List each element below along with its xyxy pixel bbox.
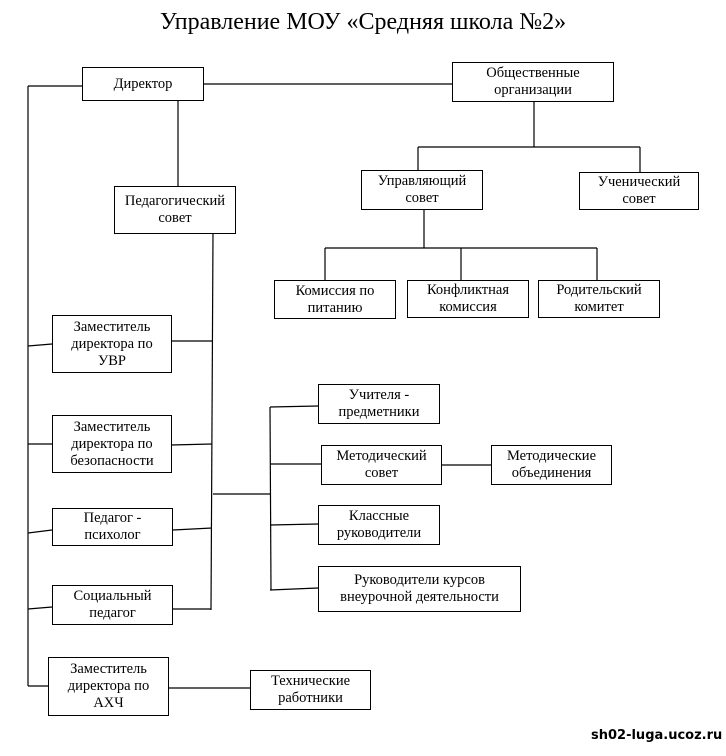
conflict-commission-box: Конфликтная комиссия xyxy=(407,280,529,318)
ped-council-box: Педагогический совет xyxy=(114,186,236,234)
deputy-ahch-box: Заместитель директора по АХЧ xyxy=(48,657,169,716)
food-commission-box: Комиссия по питанию xyxy=(274,280,396,319)
psychologist-box: Педагог - психолог xyxy=(52,508,173,546)
governing-council-box: Управляющий совет xyxy=(361,170,483,210)
subject-teachers-box: Учителя - предметники xyxy=(318,384,440,424)
social-teacher-box: Социальный педагог xyxy=(52,585,173,625)
methodical-council-box: Методический совет xyxy=(321,445,442,485)
technical-staff-box: Технические работники xyxy=(250,670,371,710)
methodical-unions-box: Методические объединения xyxy=(491,445,612,485)
deputy-security-box: Заместитель директора по безопасности xyxy=(52,415,172,473)
parent-committee-box: Родительский комитет xyxy=(538,280,660,318)
class-teachers-box: Классные руководители xyxy=(318,505,440,545)
deputy-uvr-box: Заместитель директора по УВР xyxy=(52,315,172,373)
extracurricular-leaders-box: Руководители курсов внеурочной деятельно… xyxy=(318,566,521,612)
site-watermark: sh02-luga.ucoz.ru xyxy=(591,728,723,743)
diagram-title: Управление МОУ «Средняя школа №2» xyxy=(159,9,567,35)
public-orgs-box: Общественные организации xyxy=(452,62,614,102)
student-council-box: Ученический совет xyxy=(579,172,699,210)
director-box: Директор xyxy=(82,67,204,101)
